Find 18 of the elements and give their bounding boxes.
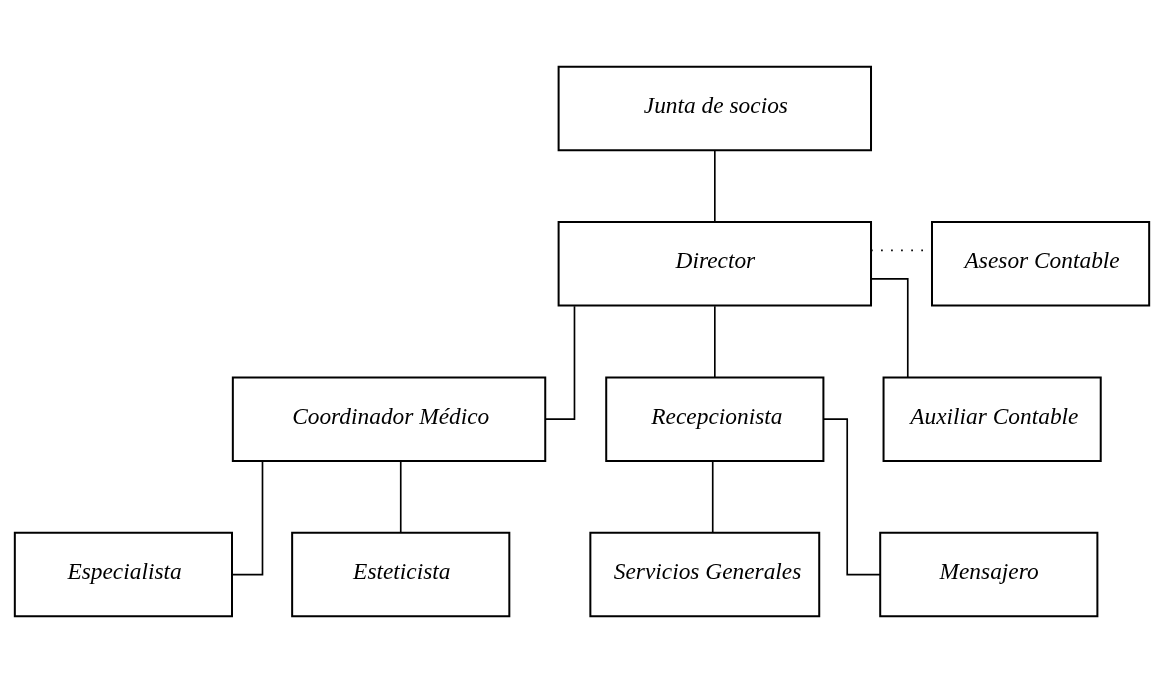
connector xyxy=(870,278,909,378)
node-box: Especialista xyxy=(13,531,233,618)
connector xyxy=(544,305,576,420)
node-box: Servicios Generales xyxy=(589,531,821,618)
connector xyxy=(399,460,402,534)
node-box: Director xyxy=(557,221,872,307)
node-box: Mensajero xyxy=(879,531,1099,618)
node-box: Asesor Contable xyxy=(931,221,1151,307)
connector xyxy=(713,150,716,223)
connector xyxy=(713,305,716,379)
node-box: Junta de socios xyxy=(557,65,872,152)
node-box: Recepcionista xyxy=(605,376,825,462)
node-box: Coordinador Médico xyxy=(231,376,547,462)
node-box: Esteticista xyxy=(291,531,511,618)
connector xyxy=(822,418,881,576)
connector xyxy=(711,460,714,534)
node-box: Auxiliar Contable xyxy=(882,376,1102,462)
connector xyxy=(231,460,264,576)
